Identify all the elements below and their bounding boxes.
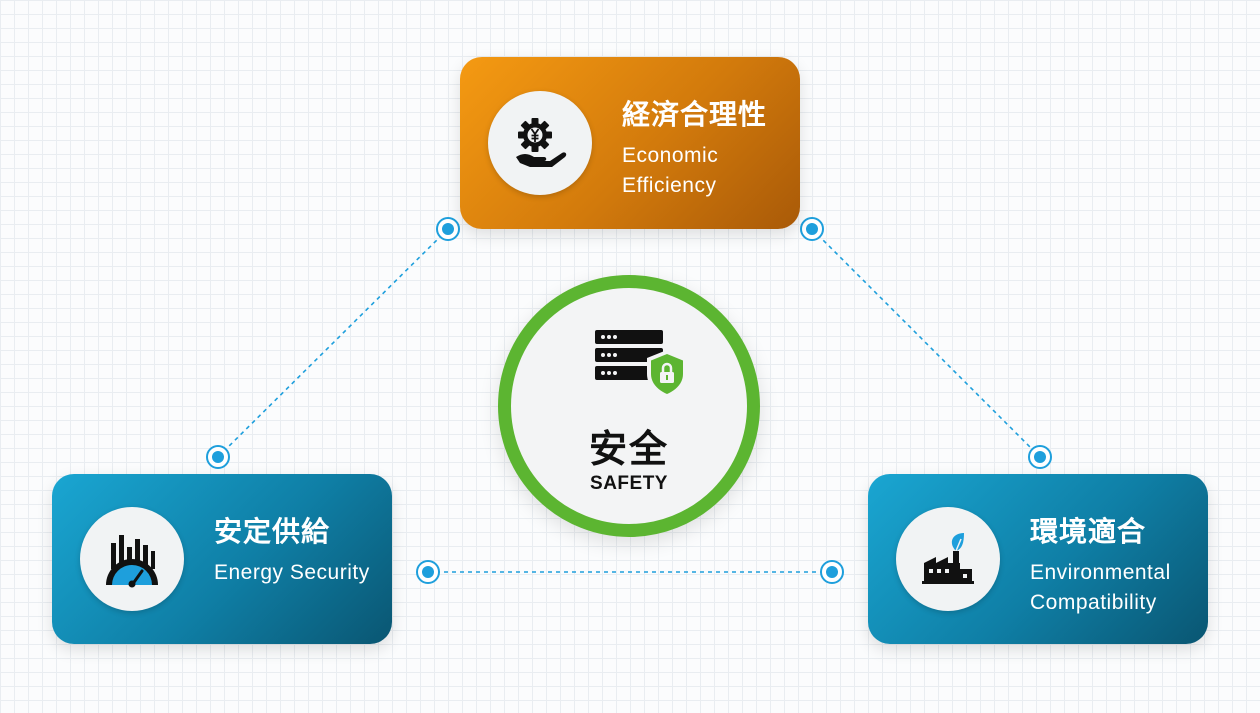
- icon-badge: [896, 507, 1000, 611]
- icon-badge: [80, 507, 184, 611]
- center-safety: 安全 SAFETY: [498, 275, 760, 537]
- icon-badge: [488, 91, 592, 195]
- link-economic-environment: [811, 228, 1041, 458]
- connector-dot: [800, 217, 824, 241]
- connector-dot: [820, 560, 844, 584]
- node-title-jp: 経済合理性: [622, 98, 768, 131]
- node-title-en: Economic Efficiency: [622, 144, 719, 197]
- center-title-en: SAFETY: [590, 473, 668, 494]
- server-shield-icon: [593, 328, 693, 402]
- node-economic-efficiency: 経済合理性 Economic Efficiency: [460, 57, 800, 229]
- link-economic-energy: [217, 228, 449, 458]
- connector-dot: [436, 217, 460, 241]
- node-title-en: Energy Security: [214, 561, 370, 584]
- node-title-en: Environmental Compatibility: [1030, 561, 1171, 614]
- gear-yen-hand-icon: [516, 118, 567, 167]
- connector-dot: [1028, 445, 1052, 469]
- node-title-jp: 環境適合: [1030, 515, 1147, 548]
- node-environmental-compatibility: 環境適合 Environmental Compatibility: [868, 474, 1208, 644]
- node-title-jp: 安定供給: [214, 515, 331, 548]
- factory-leaf-icon: [922, 533, 974, 584]
- center-title-jp: 安全: [588, 427, 669, 471]
- node-energy-security: 安定供給 Energy Security: [52, 474, 392, 644]
- connector-dot: [206, 445, 230, 469]
- gauge-bars-icon: [106, 535, 158, 588]
- connector-dots: [206, 217, 1052, 584]
- connector-dot: [416, 560, 440, 584]
